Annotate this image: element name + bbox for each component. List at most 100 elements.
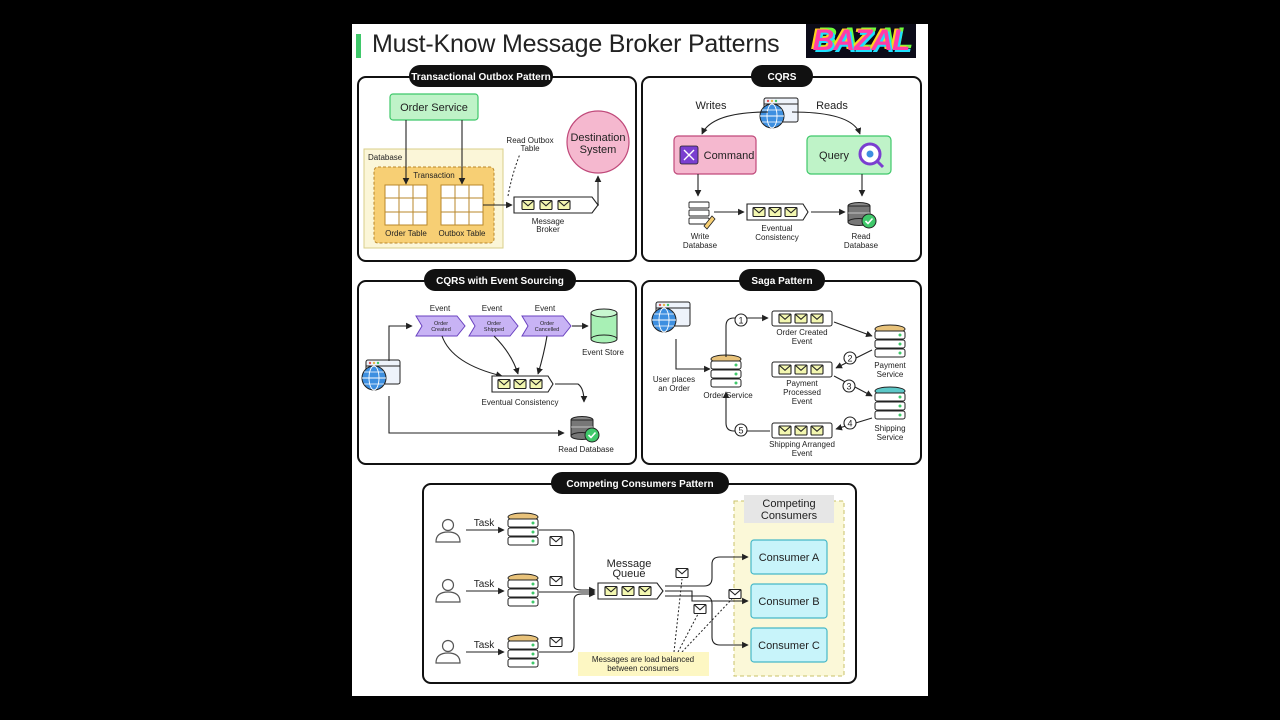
writes-label: Writes xyxy=(696,100,727,112)
cqrs-broker-icon xyxy=(746,203,809,221)
consumers-header-2: Consumers xyxy=(761,510,818,522)
read-db-label-1: Read xyxy=(851,232,870,241)
es-broker-icon xyxy=(491,375,554,393)
outbox-panel: Transactional Outbox Pattern Order Servi… xyxy=(357,65,637,262)
logo-text: BAZAL xyxy=(812,24,911,57)
payment-service-label-2: Service xyxy=(877,370,904,379)
query-label: Query xyxy=(819,150,849,162)
task-label-2: Task xyxy=(474,579,496,590)
outbox-table-icon xyxy=(440,184,484,226)
event-sourcing-panel: CQRS with Event Sourcing Event Event Eve… xyxy=(357,269,637,465)
outbox-order-service-label: Order Service xyxy=(400,102,468,114)
consumer-c-label: Consumer C xyxy=(758,640,820,652)
producer-1-message-icon xyxy=(549,535,563,547)
es-event-2-label: Event xyxy=(482,304,503,313)
user-places-label-2: an Order xyxy=(658,384,690,393)
consumer-b-box xyxy=(750,583,828,619)
saga-created-label-2: Event xyxy=(792,337,813,346)
consumers-header-1: Competing xyxy=(762,498,815,510)
page-title: Must-Know Message Broker Patterns xyxy=(372,30,780,58)
es-event-3-line2: Cancelled xyxy=(535,327,559,333)
consumers-title: Competing Consumers Pattern xyxy=(566,479,713,490)
saga-shipping-label-2: Event xyxy=(792,449,813,458)
title-accent-bar xyxy=(356,34,361,58)
database-label: Database xyxy=(368,153,403,162)
destination-label-1: Destination xyxy=(570,132,625,144)
cqrs-eventual-label-1: Eventual xyxy=(761,224,792,233)
competing-consumers-header xyxy=(744,495,834,523)
brand-logo: BAZAL xyxy=(806,24,916,58)
note-line-1: Messages are load balanced xyxy=(592,655,694,664)
producer-2-server-icon xyxy=(507,573,539,607)
consumer-c-box xyxy=(750,627,828,663)
user-places-label-1: User places xyxy=(653,375,695,384)
saga-order-service-label: Order Service xyxy=(703,391,753,400)
order-service-box xyxy=(389,93,479,121)
task-label-3: Task xyxy=(474,640,496,651)
cqrs-title: CQRS xyxy=(768,72,797,83)
message-queue-icon xyxy=(597,582,664,600)
task-label-1: Task xyxy=(474,518,496,529)
write-db-label-1: Write xyxy=(691,232,710,241)
es-event-2-chevron xyxy=(468,315,519,337)
load-balanced-note xyxy=(578,652,709,676)
consumer-c-message-icon xyxy=(693,603,707,615)
diagram-canvas: Transactional Outbox Pattern Order Servi… xyxy=(357,65,922,684)
saga-shipping-queue xyxy=(771,422,833,439)
payment-service-label-1: Payment xyxy=(874,361,906,370)
es-event-2-line2: Shipped xyxy=(484,327,504,333)
shipping-service-icon xyxy=(874,386,906,420)
saga-step-4: 4 xyxy=(847,419,852,429)
command-icon xyxy=(679,145,699,165)
saga-order-service-icon xyxy=(710,354,742,388)
transaction-label: Transaction xyxy=(413,171,455,180)
es-event-2-line1: Order xyxy=(487,321,501,327)
command-box xyxy=(673,135,757,175)
event-store-label: Event Store xyxy=(582,348,624,357)
broker-label-2: Broker xyxy=(536,225,560,234)
producer-3-server-icon xyxy=(507,634,539,668)
broker-label-1: Message xyxy=(532,217,565,226)
es-event-1-label: Event xyxy=(430,304,451,313)
cqrs-panel: CQRS Writes Reads Command Query xyxy=(641,65,922,262)
saga-created-label-1: Order Created xyxy=(776,328,827,337)
saga-step-3: 3 xyxy=(846,382,851,392)
saga-step-5: 5 xyxy=(738,426,743,436)
event-store-cylinder xyxy=(590,308,618,344)
query-icon xyxy=(858,142,885,169)
saga-step-1: 1 xyxy=(738,316,743,326)
consumers-panel: Competing Consumers Pattern Task Task Ta… xyxy=(422,472,857,684)
destination-label-2: System xyxy=(580,144,617,156)
reads-label: Reads xyxy=(816,100,848,112)
outbox-title: Transactional Outbox Pattern xyxy=(411,72,550,83)
consumer-a-message-icon xyxy=(675,567,689,579)
es-event-1-line2: Created xyxy=(431,327,451,333)
cqrs-eventual-label-2: Consistency xyxy=(755,233,799,242)
consumer-a-box xyxy=(750,539,828,575)
producer-1-server-icon xyxy=(507,512,539,546)
order-table-icon xyxy=(384,184,428,226)
diagram-sheet: Must-Know Message Broker Patterns BAZAL xyxy=(352,24,928,696)
order-table-label: Order Table xyxy=(385,229,427,238)
consumer-a-label: Consumer A xyxy=(759,552,820,564)
read-db-label-2: Database xyxy=(844,241,879,250)
command-label: Command xyxy=(704,150,755,162)
es-eventual-label: Eventual Consistency xyxy=(482,398,559,407)
message-broker-icon xyxy=(513,196,599,214)
consumer-b-message-icon xyxy=(728,588,742,600)
es-event-3-line1: Order xyxy=(540,321,554,327)
write-database-icon xyxy=(688,201,716,230)
write-db-label-2: Database xyxy=(683,241,718,250)
saga-step-2: 2 xyxy=(847,354,852,364)
shipping-service-label-2: Service xyxy=(877,433,904,442)
saga-panel: Saga Pattern User places an Order Order … xyxy=(641,269,922,465)
es-event-1-line1: Order xyxy=(434,321,448,327)
saga-shipping-label-1: Shipping Arranged xyxy=(769,440,835,449)
es-event-1-chevron xyxy=(415,315,466,337)
producer-2-message-icon xyxy=(549,575,563,587)
note-line-2: between consumers xyxy=(607,664,679,673)
saga-payment-label-2: Processed xyxy=(783,388,821,397)
saga-order-created-queue xyxy=(771,310,833,327)
es-read-db-label: Read Database xyxy=(558,445,614,454)
payment-service-icon xyxy=(874,324,906,358)
